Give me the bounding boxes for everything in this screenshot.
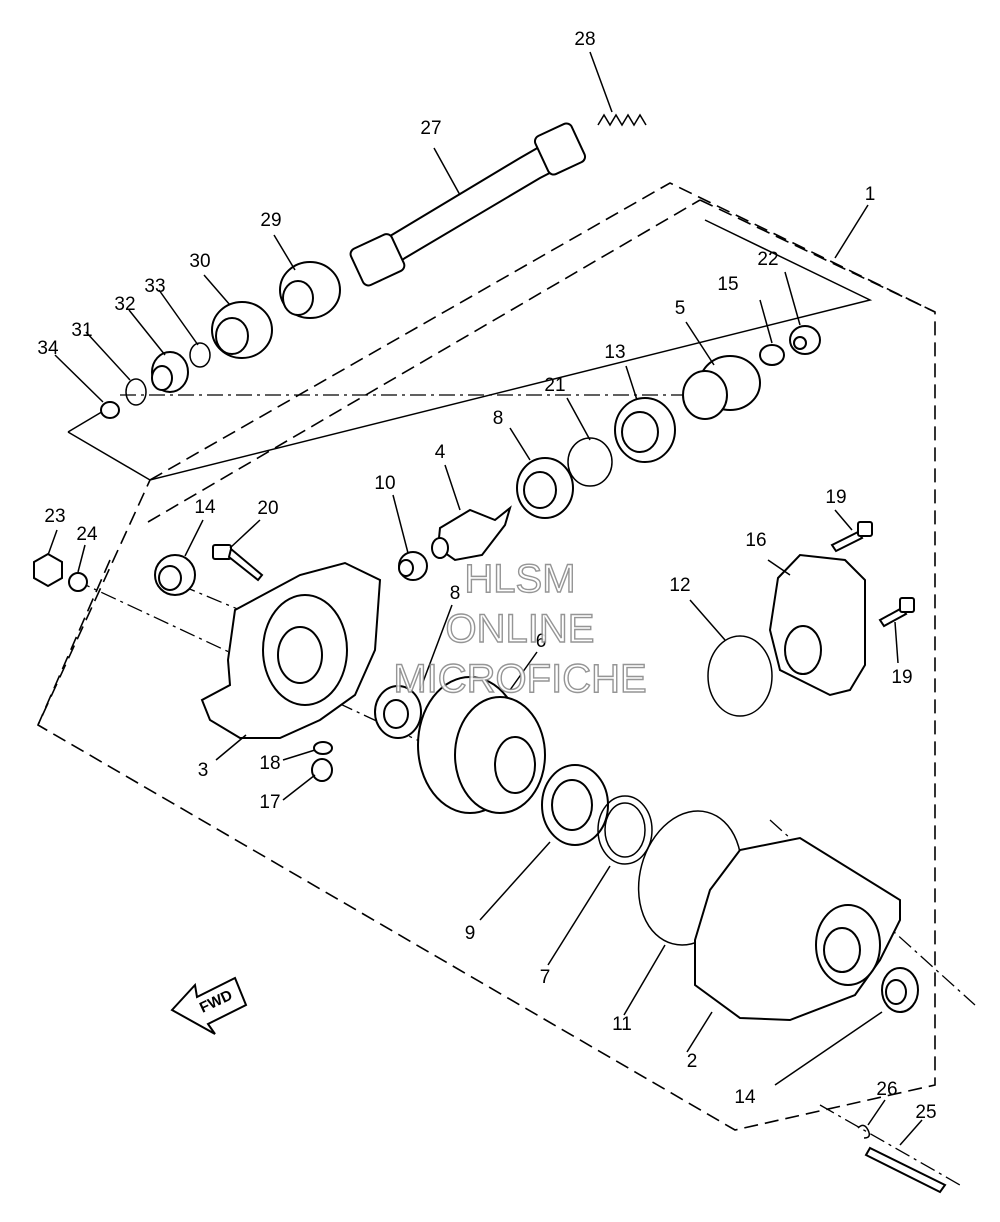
callout-8-upper: 8	[493, 408, 504, 429]
ring-33	[189, 342, 211, 368]
callout-28: 28	[574, 29, 595, 50]
callout-17: 17	[259, 792, 280, 813]
assembly-outline	[36, 182, 936, 1131]
callout-5: 5	[675, 298, 686, 319]
callout-24: 24	[76, 524, 98, 545]
oil-seal-14-lower	[881, 967, 919, 1013]
callout-9: 9	[465, 923, 476, 944]
bearing-10	[398, 551, 428, 581]
circlip-21	[567, 437, 613, 487]
callout-27: 27	[420, 118, 441, 139]
cover-16	[768, 553, 866, 697]
callout-3: 3	[198, 760, 209, 781]
callout-2: 2	[687, 1051, 698, 1072]
callout-16: 16	[745, 530, 766, 551]
needle-bearing-32	[151, 351, 189, 393]
callout-22: 22	[757, 249, 778, 270]
nut-23	[33, 552, 63, 588]
callout-6: 6	[536, 631, 547, 652]
plug-34	[100, 401, 120, 419]
forward-direction-arrow: FWD	[170, 976, 248, 1035]
bearing-9	[541, 764, 609, 846]
shim-7	[597, 795, 653, 865]
washer-18	[313, 741, 333, 755]
bolt-20	[212, 544, 264, 582]
callout-26: 26	[876, 1079, 897, 1100]
housing-30	[211, 301, 273, 359]
callout-20: 20	[257, 498, 278, 519]
callout-15: 15	[717, 274, 738, 295]
drive-shaft-part	[349, 122, 587, 287]
leader-lines	[47, 51, 923, 1146]
pin-25	[864, 1146, 947, 1194]
callout-33: 33	[144, 276, 165, 297]
callout-12: 12	[669, 575, 690, 596]
bolt-19-upper	[830, 521, 873, 553]
callout-labels: 1 2 3 4 5 6 7 8 8 9 10 11 12 13 14 14 15…	[37, 29, 936, 1123]
bearing-29	[279, 261, 341, 319]
clip-26	[857, 1124, 871, 1139]
callout-19-upper: 19	[825, 487, 846, 508]
callout-25: 25	[915, 1102, 936, 1123]
watermark-line-1: HLSM	[464, 557, 575, 601]
callout-7: 7	[540, 967, 551, 988]
callout-4: 4	[435, 442, 446, 463]
callout-18: 18	[259, 753, 280, 774]
washer-24	[68, 572, 88, 592]
callout-31: 31	[71, 320, 92, 341]
callout-8-lower: 8	[450, 583, 461, 604]
spring-part	[597, 113, 647, 127]
coupling-5	[682, 355, 761, 420]
bolt-19-lower	[878, 597, 915, 628]
callout-32: 32	[114, 294, 135, 315]
callout-10: 10	[374, 473, 395, 494]
callout-21: 21	[544, 375, 565, 396]
bearing-8-upper	[516, 457, 574, 519]
callout-23: 23	[44, 506, 65, 527]
callout-13: 13	[604, 342, 625, 363]
callout-11: 11	[612, 1014, 632, 1035]
callout-34: 34	[37, 338, 59, 359]
callout-14-upper: 14	[194, 497, 216, 518]
watermark-line-3: MICROFICHE	[393, 657, 646, 701]
callout-19-lower: 19	[891, 667, 912, 688]
callout-30: 30	[189, 251, 210, 272]
watermark-line-2: ONLINE	[446, 607, 595, 651]
callout-29: 29	[260, 210, 281, 231]
nut-22	[789, 325, 821, 355]
callout-14-lower: 14	[734, 1087, 756, 1108]
washer-15	[759, 344, 785, 366]
differential-6	[417, 676, 546, 814]
oil-seal-13	[614, 397, 676, 463]
o-ring-12	[707, 635, 773, 717]
watermark: HLSM ONLINE MICROFICHE	[393, 556, 648, 701]
oil-seal-14-upper	[154, 554, 196, 596]
circlip-31	[125, 378, 147, 406]
pinion-gear-4	[431, 505, 512, 562]
callout-1: 1	[865, 184, 876, 205]
bearing-8-lower	[374, 685, 422, 739]
plug-17	[311, 758, 333, 782]
shaft-subassembly-frame	[67, 219, 873, 481]
gear-case-2	[694, 836, 901, 1022]
gear-case-3	[200, 561, 382, 739]
